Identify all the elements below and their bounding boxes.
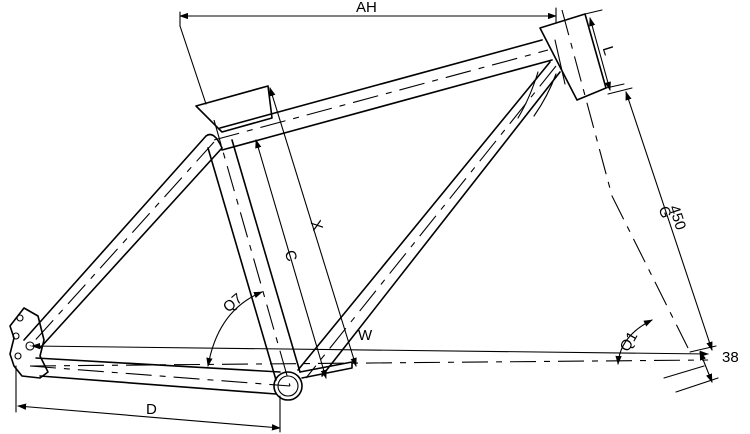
label-w: W bbox=[358, 327, 373, 344]
rear-dropout bbox=[9, 307, 49, 379]
label-d: D bbox=[146, 401, 157, 418]
dim-q7 bbox=[206, 291, 263, 367]
down-tube bbox=[297, 61, 561, 379]
label-ah: AH bbox=[356, 0, 377, 16]
dim-38 bbox=[663, 351, 719, 393]
label-l: L bbox=[599, 44, 618, 57]
chain-stay bbox=[29, 357, 291, 395]
dim-d bbox=[15, 365, 281, 433]
label-450: 450 bbox=[665, 203, 689, 232]
bottom-bracket bbox=[273, 361, 353, 401]
label-38: 38 bbox=[722, 349, 739, 366]
dim-c bbox=[255, 139, 327, 379]
dim-q1 bbox=[615, 319, 653, 365]
dim-l bbox=[584, 9, 625, 91]
label-c: C bbox=[281, 248, 301, 264]
dim-fork-length bbox=[607, 87, 717, 353]
head-tube bbox=[539, 9, 613, 197]
dim-ah bbox=[179, 7, 557, 105]
label-q7: Q7 bbox=[220, 290, 246, 316]
seat-stay bbox=[23, 133, 223, 349]
label-g: G bbox=[655, 204, 675, 220]
label-x: X bbox=[307, 218, 326, 233]
dim-w bbox=[29, 342, 709, 367]
